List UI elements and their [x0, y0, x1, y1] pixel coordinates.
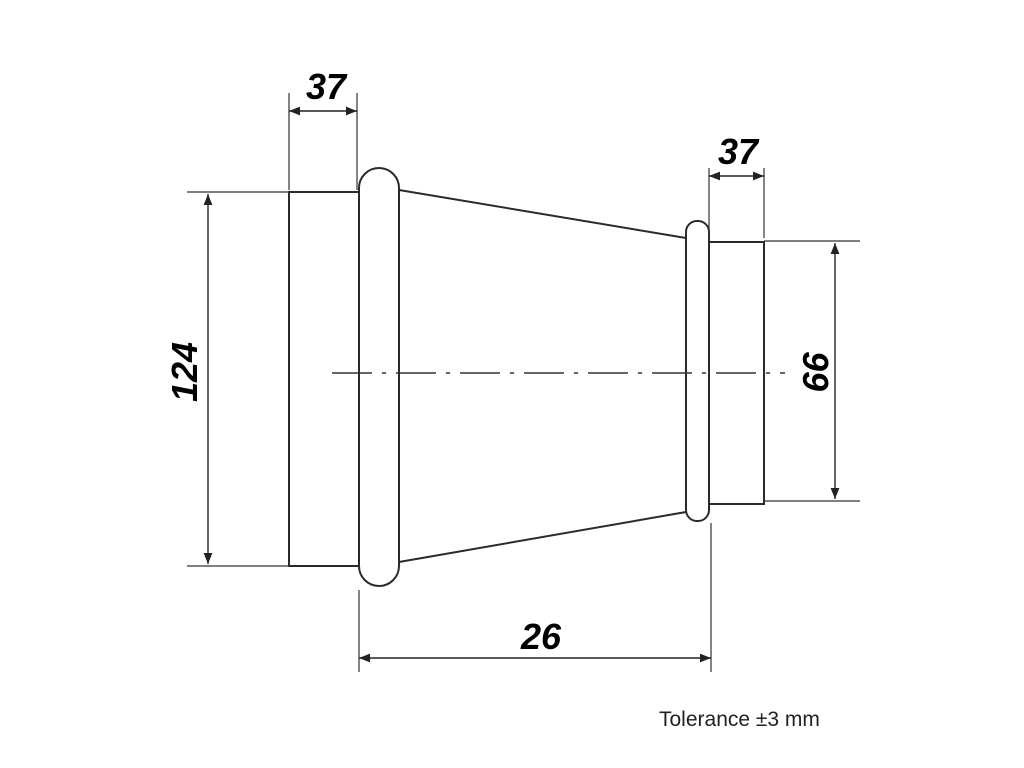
dim-top-left-width: 37: [306, 66, 348, 107]
cone-body: [398, 189, 687, 563]
right-collar: [708, 241, 765, 505]
left-bead-ring: [358, 167, 400, 587]
extension-lines: [187, 93, 860, 672]
dim-length: 26: [520, 616, 562, 657]
dim-left-diameter: 124: [164, 342, 205, 402]
dim-top-right-width: 37: [718, 131, 760, 172]
right-bead-ring: [685, 220, 710, 522]
left-collar: [288, 191, 360, 567]
dim-right-diameter: 99: [795, 351, 836, 391]
tolerance-note: Tolerance ±3 mm: [659, 708, 820, 731]
